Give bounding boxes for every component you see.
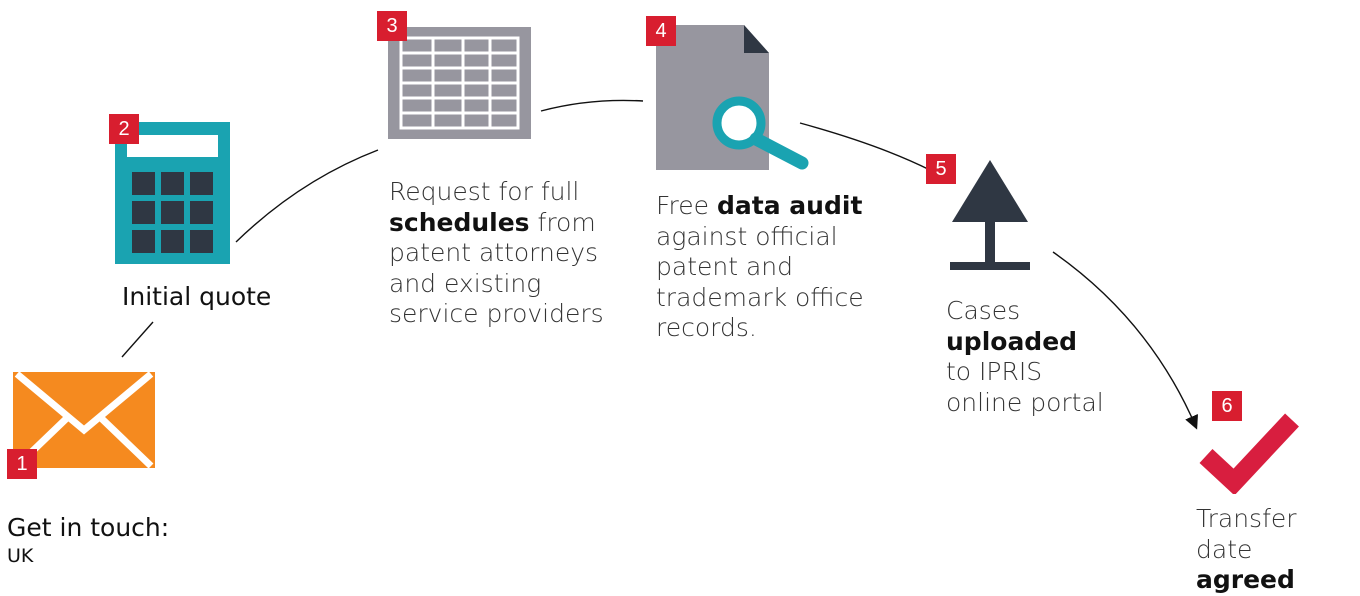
checkmark-icon <box>1199 413 1299 494</box>
step-6-label-pre: Transfer date <box>1196 504 1297 564</box>
connector-2-3 <box>235 149 379 243</box>
document-search-icon <box>656 25 809 170</box>
step-2-badge: 2 <box>109 114 139 144</box>
step-6-badge: 6 <box>1212 391 1242 421</box>
connector-1-2 <box>121 321 154 358</box>
step-3-label-bold: schedules <box>389 207 530 237</box>
step-4-label-pre: Free <box>656 191 710 220</box>
step-4-label-bold: data audit <box>717 191 863 220</box>
spreadsheet-icon <box>388 27 531 139</box>
step-5-label-pre: Cases <box>946 296 1021 325</box>
step-3-badge: 3 <box>377 11 407 41</box>
connector-lines <box>121 99 1199 430</box>
connector-4-5 <box>799 122 931 171</box>
connector-3-4 <box>540 99 644 112</box>
upload-icon <box>950 160 1030 270</box>
step-4-label-post: against official patent and trademark of… <box>656 221 864 343</box>
step-5-label: Cases uploaded to IPRIS online portal <box>946 296 1106 418</box>
step-1-label: Get in touch: <box>7 513 170 542</box>
step-6-label-bold: agreed <box>1196 565 1295 594</box>
connector-5-6 <box>1052 251 1199 430</box>
step-4-badge: 4 <box>646 16 676 46</box>
step-3-label-pre: Request for full <box>389 177 580 206</box>
step-4-label: Free data audit against official patent … <box>656 191 876 344</box>
calculator-icon <box>115 122 230 264</box>
step-3-label: Request for full schedules from patent a… <box>389 177 619 330</box>
step-2-label: Initial quote <box>122 282 272 311</box>
step-5-label-post: to IPRIS online portal <box>946 357 1104 417</box>
step-5-label-bold: uploaded <box>946 326 1078 356</box>
step-3-label-post: from patent attorneys and existing servi… <box>389 207 604 329</box>
step-1-sublabel: UK <box>7 545 34 567</box>
step-5-badge: 5 <box>926 154 956 184</box>
step-1-badge: 1 <box>7 449 37 479</box>
step-6-label: Transfer date agreed <box>1196 504 1360 596</box>
